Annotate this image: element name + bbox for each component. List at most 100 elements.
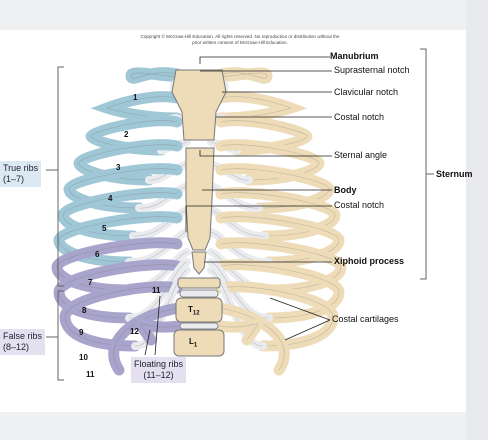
rib-number-4: 4: [108, 194, 113, 203]
bottom-margin: [0, 412, 466, 440]
right-costal-cartilage-5: [207, 182, 263, 213]
leader-costal-notch-lower: [185, 205, 332, 232]
right-rib-8-edge: [220, 242, 342, 291]
left-rib-2: [90, 91, 183, 124]
rib-number-7: 7: [88, 278, 93, 287]
left-costal-cartilage-6: [129, 206, 191, 241]
leader-manubrium: [199, 56, 330, 64]
right-rib-5: [215, 163, 335, 214]
label-xiphoid-process: Xiphoid process: [334, 256, 405, 266]
rib-number-8: 8: [82, 306, 87, 315]
false-ribs-bracket: [57, 290, 64, 381]
left-rib-9-edge: [58, 264, 178, 319]
right-rib-10-edge: [220, 286, 334, 347]
left-rib-11: [108, 302, 185, 376]
vertebra-l1: [173, 329, 225, 357]
xiphoid-process: [191, 251, 207, 275]
manubrium: [171, 69, 227, 141]
right-rib-7: [215, 211, 345, 268]
rib-number-12: 12: [130, 327, 139, 336]
right-costal-cartilage-6-edge: [210, 209, 266, 237]
rib-number-11-right: 11: [152, 286, 161, 295]
label-manubrium: Manubrium: [330, 51, 379, 61]
right-rib-2-edge: [220, 96, 292, 119]
label-costal-notch-lower: Costal notch: [334, 200, 385, 210]
rib-number-2: 2: [124, 130, 129, 139]
left-rib-10: [59, 281, 183, 352]
right-rib-11: [213, 302, 290, 376]
left-rib-6-edge: [62, 192, 178, 237]
left-rib-12-edge: [140, 323, 180, 341]
left-rib-2-edge: [106, 96, 178, 119]
right-rib-5-edge: [220, 168, 330, 209]
intervertebral-disc: [179, 289, 219, 298]
sternum-body: [185, 147, 215, 251]
right-scroll-panel: [466, 0, 488, 440]
rib-number-5: 5: [102, 224, 107, 233]
vertebra-t12: [175, 297, 223, 323]
right-costal-cartilage-4: [207, 160, 253, 185]
left-rib-7-edge: [58, 216, 178, 263]
left-rib-8: [51, 237, 183, 296]
left-rib-5-edge: [68, 168, 178, 209]
right-rib-1-edge: [196, 72, 268, 79]
left-rib-5: [63, 163, 183, 214]
right-rib-9: [215, 259, 345, 324]
left-rib-7: [53, 211, 183, 268]
label-costal-cartilages: Costal cartilages: [332, 314, 399, 324]
left-costal-cartilage-4: [145, 160, 191, 185]
right-rib-12: [213, 318, 263, 346]
right-rib-6: [215, 187, 341, 242]
intervertebral-disc: [179, 322, 219, 330]
rib-number-3: 3: [116, 163, 121, 172]
leader-costal-cartilages-a: [269, 297, 331, 321]
left-rib-9: [53, 259, 183, 324]
copyright-notice: Copyright © McGraw-Hill Education. All r…: [140, 34, 340, 45]
vertebra-t11: [177, 277, 221, 289]
rib-number-6: 6: [95, 250, 100, 259]
true-ribs-box: True ribs (1–7): [0, 161, 42, 187]
left-rib-1-edge: [130, 72, 202, 79]
label-clavicular-notch: Clavicular notch: [334, 87, 399, 97]
right-rib-11-edge: [218, 307, 285, 371]
right-rib-9-edge: [220, 264, 340, 319]
leader-sternal-angle: [199, 150, 332, 157]
right-rib-2: [215, 91, 308, 124]
label-sternum: Sternum: [436, 169, 473, 179]
right-rib-10: [215, 281, 339, 352]
leader-floating-ribs-11: [154, 295, 161, 356]
right-rib-1: [191, 67, 273, 84]
rib-number-10: 10: [79, 353, 88, 362]
left-rib-6: [57, 187, 183, 242]
right-rib-12-edge: [218, 323, 258, 341]
left-rib-8-edge: [56, 242, 178, 291]
top-margin: [0, 0, 466, 30]
rib-number-9: 9: [79, 328, 84, 337]
left-rib-10-edge: [64, 286, 178, 347]
left-costal-cartilage-4-edge: [148, 163, 188, 181]
label-l1: L1: [189, 337, 198, 349]
right-rib-6-edge: [220, 192, 336, 237]
left-rib-12: [135, 318, 185, 346]
left-rib-1: [125, 67, 207, 84]
rib-number-11-left: 11: [86, 370, 95, 379]
label-sternal-angle: Sternal angle: [334, 150, 388, 160]
left-costal-cartilage-5-edge: [138, 185, 188, 209]
left-costal-cartilage-6-edge: [132, 209, 188, 237]
true-ribs-bracket: [57, 66, 64, 287]
false-ribs-box: False ribs (8–12): [0, 329, 46, 355]
label-costal-notch-upper: Costal notch: [334, 112, 385, 122]
left-ribs: [51, 67, 207, 376]
right-rib-8: [215, 237, 347, 296]
left-costal-cartilage-5: [135, 182, 191, 213]
left-rib-11-edge: [113, 307, 180, 371]
floating-ribs-box: Floating ribs (11–12): [131, 357, 187, 383]
label-t12: T12: [188, 305, 200, 317]
leader-costal-cartilages-b: [284, 319, 331, 341]
leader-floating-ribs-12: [144, 329, 151, 356]
sternum-bracket: [420, 48, 427, 280]
label-suprasternal-notch: Suprasternal notch: [334, 65, 410, 75]
right-costal-cartilage-6: [207, 206, 269, 241]
rib-number-1: 1: [133, 93, 138, 102]
